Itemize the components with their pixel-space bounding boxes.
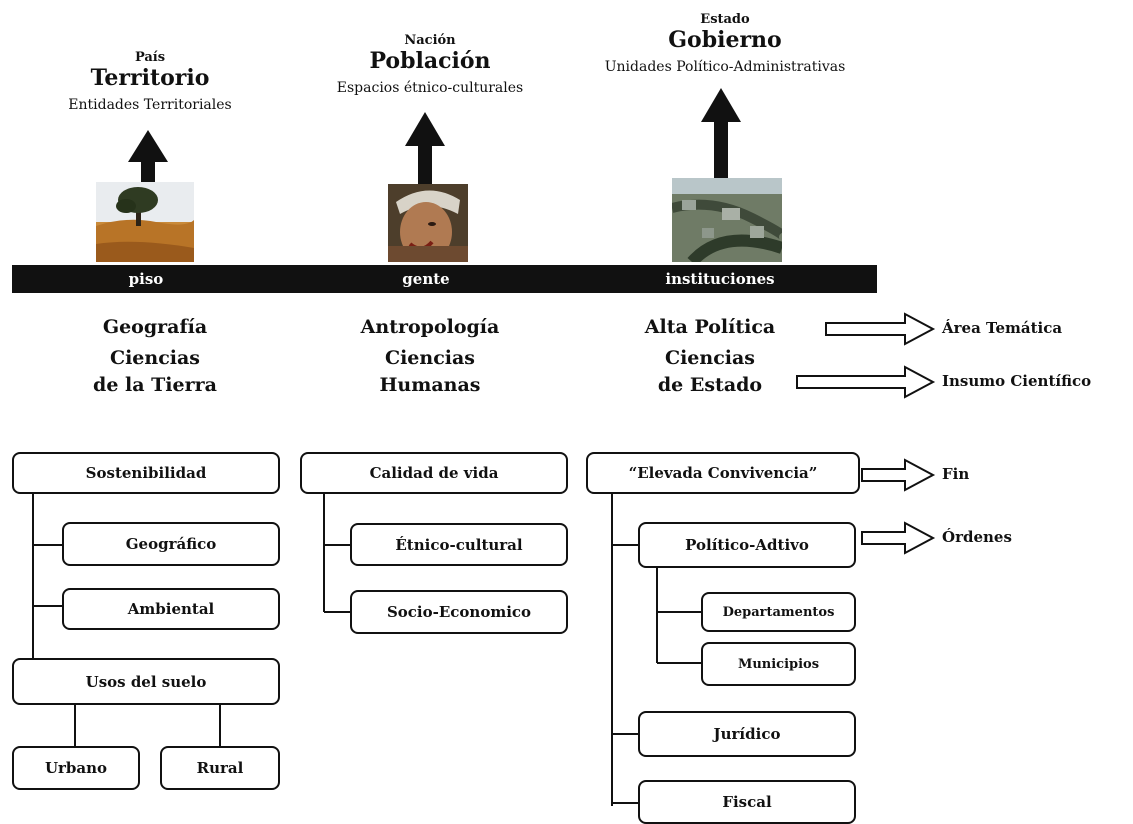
science-line: Ciencias [109, 347, 201, 369]
node-juridico: Jurídico [638, 711, 856, 757]
node-rural: Rural [160, 746, 280, 790]
column-header-nacion: Nación Población Espacios étnico-cultura… [300, 33, 560, 96]
hollow-arrow-icon [825, 312, 936, 346]
discipline-title: Alta Política [644, 316, 776, 338]
bar-label-gente: gente [402, 270, 450, 288]
tree-field-photo [96, 182, 194, 262]
hollow-arrow-icon [861, 521, 936, 555]
node-municipios: Municipios [701, 642, 856, 686]
header-superscript: País [134, 50, 166, 65]
column-header-estado: Estado Gobierno Unidades Político-Admini… [560, 12, 890, 75]
node-usos-del-suelo: Usos del suelo [12, 658, 280, 705]
discipline-title: Antropología [360, 316, 500, 338]
discipline-title: Geografía [102, 316, 208, 338]
hollow-arrow-icon [796, 365, 936, 399]
up-arrow-icon [701, 88, 741, 180]
node-departamentos: Departamentos [701, 592, 856, 632]
header-subtitle: Espacios étnico-culturales [336, 80, 524, 96]
node-urbano: Urbano [12, 746, 140, 790]
header-superscript: Nación [404, 33, 456, 48]
node-calidad-de-vida: Calidad de vida [300, 452, 568, 494]
science-line: Humanas [379, 374, 481, 396]
aerial-city-photo [672, 178, 782, 262]
science-line: Ciencias [664, 347, 756, 369]
science-line: de Estado [657, 374, 763, 396]
header-subtitle: Unidades Político-Administrativas [604, 59, 846, 75]
header-title: Territorio [90, 65, 210, 91]
node-fiscal: Fiscal [638, 780, 856, 824]
discipline-antropologia: Antropología Ciencias Humanas [315, 314, 545, 399]
node-politico-adtivo: Político-Adtivo [638, 522, 856, 568]
discipline-geografia: Geografía Ciencias de la Tierra [40, 314, 270, 399]
indigenous-face-photo [388, 184, 468, 262]
up-arrow-icon [405, 112, 445, 190]
node-elevada-convivencia: “Elevada Convivencia” [586, 452, 860, 494]
column-header-pais: País Territorio Entidades Territoriales [40, 50, 260, 113]
node-socio-economico: Socio-Economico [350, 590, 568, 634]
bar-label-instituciones: instituciones [665, 270, 775, 288]
node-sostenibilidad: Sostenibilidad [12, 452, 280, 494]
science-line: Ciencias [384, 347, 476, 369]
label-area-tematica: Área Temática [942, 319, 1063, 337]
hollow-arrow-icon [861, 458, 936, 492]
node-geografico: Geográfico [62, 522, 280, 566]
header-title: Población [369, 48, 491, 74]
discipline-alta-politica: Alta Política Ciencias de Estado [610, 314, 810, 399]
header-title: Gobierno [668, 27, 782, 53]
node-ambiental: Ambiental [62, 588, 280, 630]
label-insumo-cientifico: Insumo Científico [942, 372, 1092, 390]
node-etnico-cultural: Étnico-cultural [350, 523, 568, 566]
header-superscript: Estado [700, 12, 750, 27]
bar-label-piso: piso [128, 270, 164, 288]
label-fin: Fin [942, 465, 970, 483]
label-ordenes: Órdenes [942, 528, 1012, 546]
science-line: de la Tierra [93, 374, 217, 396]
foundation-bar [12, 265, 877, 293]
header-subtitle: Entidades Territoriales [68, 97, 232, 113]
